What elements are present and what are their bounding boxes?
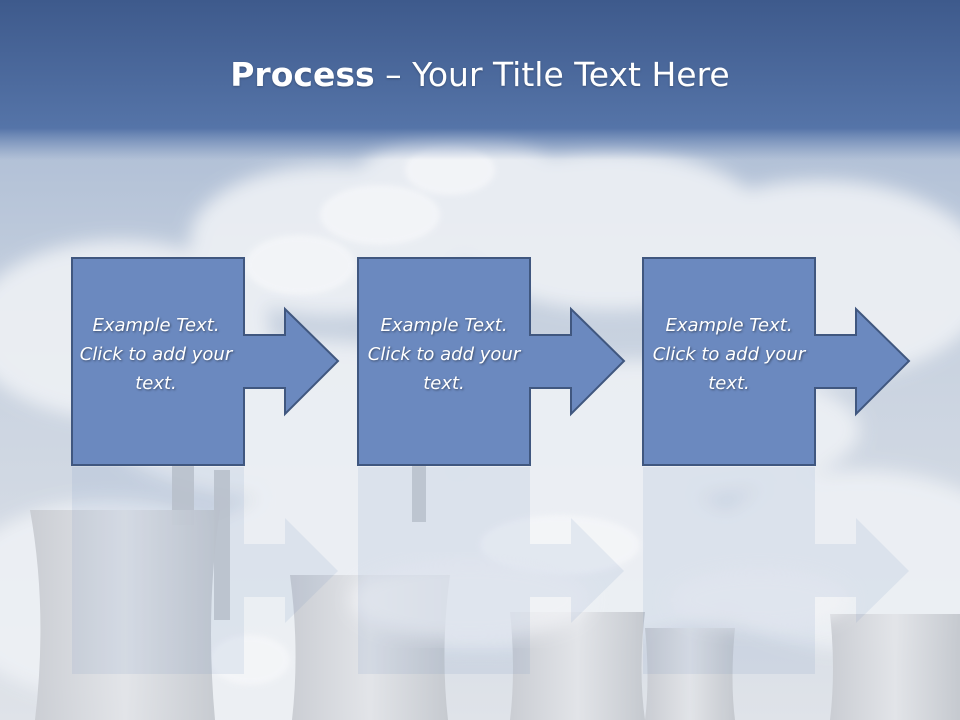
step-2-reflection — [358, 467, 624, 674]
step-3-reflection — [643, 467, 909, 674]
slide-title[interactable]: Process – Your Title Text Here — [0, 52, 960, 98]
step-3-text[interactable]: Example Text. Click to add your text. — [652, 315, 806, 394]
step-1-reflection — [72, 467, 338, 674]
step-2-arrow-shape[interactable] — [357, 257, 626, 466]
step-1-text[interactable]: Example Text. Click to add your text. — [79, 315, 233, 394]
title-rest: – Your Title Text Here — [374, 55, 730, 94]
step-2-text[interactable]: Example Text. Click to add your text. — [367, 315, 521, 394]
step-3-arrow-shape[interactable] — [642, 257, 911, 466]
step-1-arrow-shape[interactable] — [71, 257, 340, 466]
title-bold: Process — [230, 55, 375, 94]
